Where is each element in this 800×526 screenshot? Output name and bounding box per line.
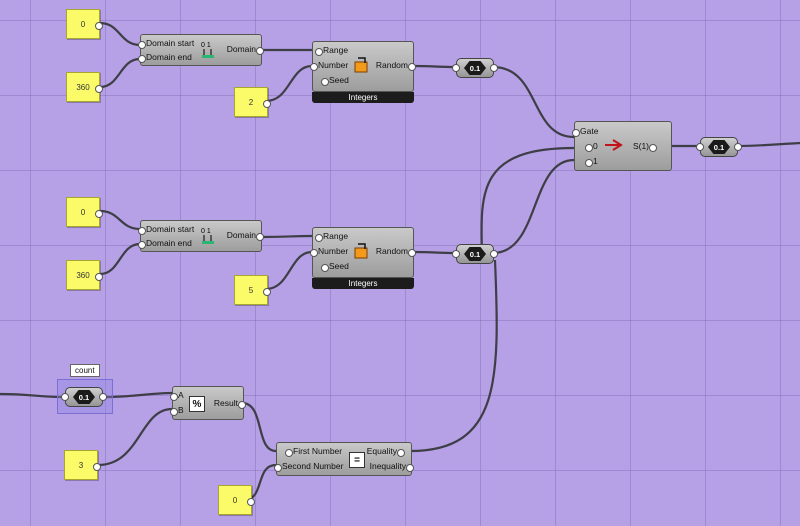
wire <box>409 259 498 453</box>
range-input[interactable]: Range <box>314 45 349 56</box>
wire <box>265 64 313 103</box>
stream-gate-icon <box>603 137 623 153</box>
seed-input[interactable]: Seed <box>321 261 349 272</box>
stream-input-1[interactable]: 1 <box>585 156 598 167</box>
number-slider[interactable]: 360 <box>66 72 103 102</box>
equality-component[interactable]: First Number Second Number = Equality In… <box>273 442 415 476</box>
modulus-icon: % <box>189 396 205 412</box>
count-tooltip: count <box>70 364 100 377</box>
b-input[interactable]: B <box>170 405 184 416</box>
wire <box>492 158 575 255</box>
wire <box>413 64 456 69</box>
number-param[interactable]: 0.1 <box>696 137 742 157</box>
inequality-output[interactable]: Inequality <box>369 461 415 472</box>
component-footer: Integers <box>312 92 414 103</box>
stream-gate-component[interactable]: Gate 0 1 S(1) <box>571 121 672 171</box>
wire <box>104 391 173 399</box>
wire <box>241 401 277 453</box>
stream-output[interactable]: S(1) <box>632 141 658 152</box>
wire <box>99 242 141 276</box>
equality-output[interactable]: Equality <box>366 446 406 457</box>
random-output[interactable]: Random <box>375 246 417 257</box>
svg-text:0 1: 0 1 <box>201 228 211 235</box>
wire <box>480 146 575 254</box>
number-slider[interactable]: 5 <box>234 275 271 305</box>
domain-start-input[interactable]: Domain start <box>137 38 195 49</box>
domain-output[interactable]: Domain <box>226 44 265 55</box>
wire <box>492 65 575 139</box>
number-slider[interactable]: 2 <box>234 87 271 117</box>
wire <box>261 234 313 239</box>
wire <box>0 392 63 399</box>
slider-value: 2 <box>248 97 254 107</box>
svg-text:0 1: 0 1 <box>201 42 211 49</box>
wire <box>99 209 141 231</box>
second-number-input[interactable]: Second Number <box>273 461 344 472</box>
slider-value: 360 <box>76 270 90 280</box>
number-slider[interactable]: 3 <box>64 450 101 480</box>
construct-domain-component[interactable]: Domain start Domain end 0 1 Domain <box>137 220 265 252</box>
wire <box>736 141 800 148</box>
random-output[interactable]: Random <box>375 60 417 71</box>
slider-value: 360 <box>76 82 90 92</box>
result-output[interactable]: Result <box>213 398 247 409</box>
hexagon-param-icon: 0.1 <box>73 390 95 404</box>
hexagon-param-icon: 0.1 <box>464 247 486 261</box>
gate-input[interactable]: Gate <box>571 126 599 137</box>
random-dice-icon <box>353 57 371 73</box>
seed-input[interactable]: Seed <box>321 75 349 86</box>
wire <box>99 57 141 89</box>
modulus-component[interactable]: A B % Result <box>170 386 247 420</box>
wire <box>413 250 456 255</box>
slider-value: 0 <box>80 207 86 217</box>
random-component[interactable]: Range Number Seed Random Integers <box>309 227 417 289</box>
slider-value: 3 <box>78 460 84 470</box>
slider-value: 0 <box>80 19 86 29</box>
component-footer: Integers <box>312 278 414 289</box>
domain-output[interactable]: Domain <box>226 230 265 241</box>
number-param[interactable]: 0.1 <box>452 58 498 78</box>
first-number-input[interactable]: First Number <box>284 446 343 457</box>
wire <box>99 21 141 47</box>
wire <box>265 250 313 291</box>
domain-icon: 0 1 <box>201 225 215 245</box>
equality-icon: = <box>349 452 365 468</box>
construct-domain-component[interactable]: Domain start Domain end 0 1 Domain <box>137 34 265 66</box>
number-param[interactable]: 0.1 <box>452 244 498 264</box>
random-component[interactable]: Range Number Seed Random Integers <box>309 41 417 103</box>
hexagon-param-icon: 0.1 <box>464 61 486 75</box>
random-dice-icon <box>353 243 371 259</box>
wire <box>97 407 173 467</box>
number-slider[interactable]: 0 <box>66 197 103 227</box>
a-input[interactable]: A <box>170 390 184 401</box>
number-slider[interactable]: 360 <box>66 260 103 290</box>
domain-icon: 0 1 <box>201 39 215 59</box>
slider-value: 0 <box>232 495 238 505</box>
domain-end-input[interactable]: Domain end <box>138 52 192 63</box>
domain-start-input[interactable]: Domain start <box>137 224 195 235</box>
number-slider[interactable]: 0 <box>218 485 255 515</box>
domain-end-input[interactable]: Domain end <box>138 238 192 249</box>
range-input[interactable]: Range <box>314 231 349 242</box>
count-param[interactable]: 0.1 <box>61 387 107 407</box>
slider-value: 5 <box>248 285 254 295</box>
hexagon-param-icon: 0.1 <box>708 140 730 154</box>
number-slider[interactable]: 0 <box>66 9 103 39</box>
stream-input-0[interactable]: 0 <box>585 141 598 152</box>
number-input[interactable]: Number <box>309 246 349 257</box>
number-input[interactable]: Number <box>309 60 349 71</box>
